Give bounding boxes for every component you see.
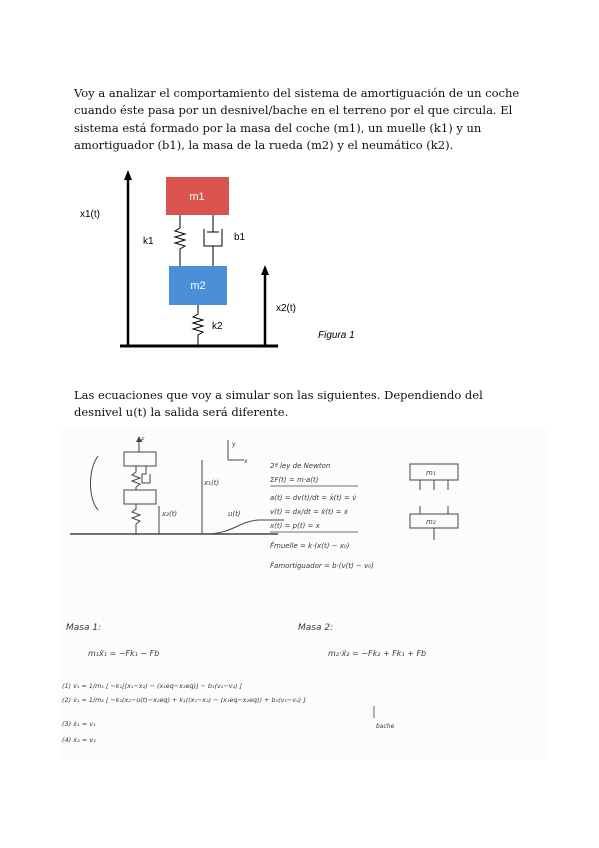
free-body-diagrams	[409, 463, 459, 540]
equations-paragraph: Las ecuaciones que voy a simular son las…	[74, 387, 483, 420]
state-equation-3: (3) ẋ₁ = v₁	[62, 720, 96, 728]
sketch-x1-label: x₁(t)	[203, 479, 219, 487]
newton-notes: 2ª ley de Newton ΣF(t) = m·a(t) a(t) = d…	[269, 462, 374, 570]
spring-k2	[191, 305, 205, 346]
masa-2-equation: m₂·ẍ₂ = −Fk₂ + Fk₁ + Fb	[328, 649, 426, 658]
sketch-axis-x: x	[243, 458, 248, 465]
sketch-f-label: F	[141, 437, 145, 444]
svg-text:ΣF(t) = m·a(t): ΣF(t) = m·a(t)	[270, 476, 319, 484]
b1-label: b1	[234, 232, 246, 243]
state-equation-2: (2) v̇₂ = 1/m₂ [ −k₂(x₂−u(t)−x₂eq) + k₁(…	[62, 696, 306, 704]
fbd-m2-label: m₂	[426, 518, 436, 526]
mass-2-block	[169, 266, 227, 305]
sketch-x2-label: x₂(t)	[161, 510, 177, 518]
fbd-m1-label: m₁	[426, 469, 436, 477]
intro-paragraph: Voy a analizar el comportamiento del sis…	[74, 85, 520, 153]
damper-b1	[203, 215, 223, 266]
masa-1-title: Masa 1:	[66, 623, 101, 633]
figure-1-caption: Figura 1	[318, 330, 355, 341]
svg-text:v(t) = dx/dt = ẋ(t) = ẋ: v(t) = dx/dt = ẋ(t) = ẋ	[270, 508, 349, 516]
state-equation-1: (1) v̇₁ = 1/m₁ [ −k₁[(x₁−x₂) − (x₁eq−x₂e…	[62, 682, 243, 690]
x2-label: x2(t)	[276, 303, 296, 314]
bache-note: bache	[376, 723, 395, 730]
spring-k1	[173, 215, 187, 266]
svg-text:2ª ley de Newton: 2ª ley de Newton	[270, 462, 330, 470]
mass-1-block	[166, 177, 229, 215]
sketch-u-label: u(t)	[228, 510, 241, 518]
masa-2-title: Masa 2:	[298, 623, 333, 633]
figure-1-suspension-diagram: m1 m2 x1(t) k1 b1 x2(t) k2 Figura 1	[80, 170, 355, 348]
svg-text:F̂muelle = k·(x(t) − x₀): F̂muelle = k·(x(t) − x₀)	[270, 542, 350, 550]
suspension-sketch	[70, 436, 284, 535]
mass-1-label: m1	[189, 191, 204, 203]
state-equation-4: (4) ẋ₂ = v₂	[62, 736, 96, 744]
svg-text:a(t) = dv(t)/dt = ẍ(t) = v̇: a(t) = dv(t)/dt = ẍ(t) = v̇	[270, 494, 357, 502]
k1-label: k1	[143, 236, 154, 247]
k2-label: k2	[212, 321, 223, 332]
x1-label: x1(t)	[80, 209, 100, 220]
svg-text:F̂amortiguador = b·(v(t) − v₀): F̂amortiguador = b·(v(t) − v₀)	[270, 562, 374, 570]
masa-1-equation: m₁ẍ₁ = −Fk₁ − Fb	[88, 649, 159, 658]
handwritten-notes-image: F y x x₁(t) x₂(t) u(t) 2ª ley de Newton …	[58, 430, 548, 760]
svg-text:x(t) = p(t) = x: x(t) = p(t) = x	[269, 522, 321, 530]
mass-2-label: m2	[190, 280, 205, 292]
sketch-axis-y: y	[231, 441, 236, 448]
